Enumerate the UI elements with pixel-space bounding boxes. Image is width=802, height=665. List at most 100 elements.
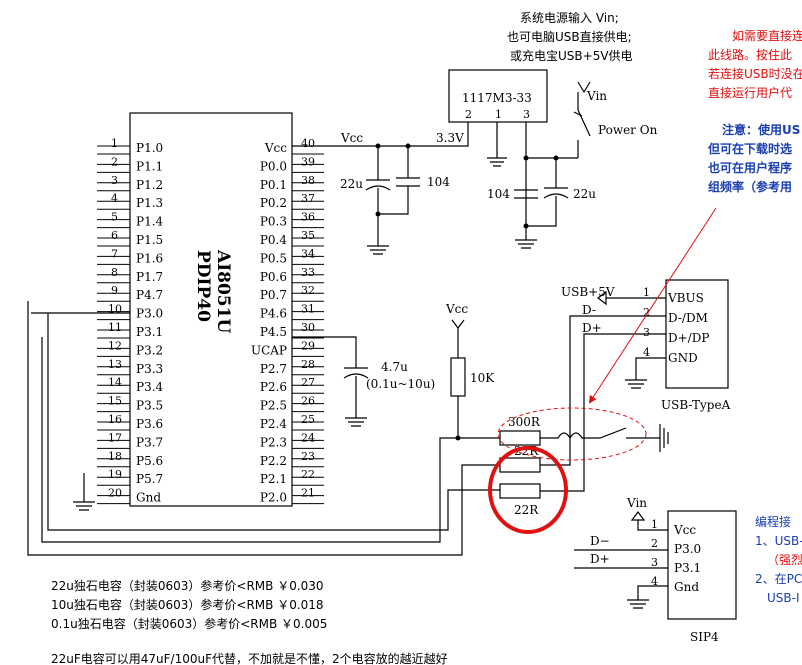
bottom-note-line1: 22u独石电容（封装0603）参考价<RMB ￥0.030 [51,578,324,593]
mcu-pin-37: 37 P0.2 [260,192,324,210]
sip-pin-name: Vcc [673,523,696,537]
r300-label: 300R [508,415,541,429]
sip-pin-number: 2 [651,537,658,550]
mcu-pin-number: 8 [111,266,118,279]
mcu-pin-name: P2.0 [260,491,287,505]
sip-pin-number: 3 [651,556,658,569]
r22-bottom-label: 22R [514,503,539,517]
mcu-pin-number: 23 [301,450,315,463]
mcu-pin-number: 21 [301,487,315,500]
usb-pin-number: 2 [643,306,650,319]
mcu-pin-number: 10 [108,303,122,316]
mcu-pin-number: 4 [111,192,118,205]
pullup-10k: Vcc 10K [445,302,495,438]
mcu-pin-name: P2.1 [260,472,287,486]
cap-47u-label: 4.7u [381,360,408,374]
mcu-pin-name: P3.6 [136,417,163,431]
mcu-pin-name: P1.2 [136,178,163,192]
mcu-pin-name: P1.7 [136,270,163,284]
vcc-pullup-label: Vcc [445,302,468,316]
mcu-pin-21: 21 P2.0 [260,487,324,505]
sip-pin-number: 4 [651,575,658,588]
dplus-label: D+ [582,321,602,335]
prog-note-line2: 1、USB- [755,534,802,548]
v33-label: 3.3V [436,131,464,145]
regulator-1117: 1117M3-33 2 1 3 [420,69,548,240]
p31-wire [47,313,500,531]
mcu-pin-number: 28 [301,358,315,371]
svg-text:22u: 22u [340,177,363,191]
mcu-pin-16: 16 P3.6 [97,413,163,431]
svg-text:104: 104 [427,175,450,189]
svg-text:3: 3 [523,108,530,121]
mcu-pin-name: P0.5 [260,251,287,265]
cap-104-right: 104 [487,187,538,201]
mcu-pin-number: 14 [108,376,122,389]
cap-22u-left: 22u [340,146,391,246]
prog-note-line4: 2、在PC [755,572,802,586]
mcu-pin-number: 16 [108,413,122,426]
mcu-pin-3: 3 P1.2 [97,174,163,192]
mcu-pin-number: 3 [111,174,118,187]
mcu-pin-name: P0.1 [260,178,287,192]
prog-note-line5: USB-I [767,591,800,605]
mcu-pin-name: P2.2 [260,454,287,468]
mcu-pin-number: 39 [301,155,315,168]
mcu-pin-39: 39 P0.0 [260,155,324,173]
mcu-pin-number: 19 [108,468,122,481]
power-note-line1: 系统电源输入 Vin; [520,10,619,25]
mcu-package: PDIP40 [193,250,213,322]
sip-pin-name: P3.0 [674,542,701,556]
switch-label: Power On [598,123,658,137]
mcu-pin-name: P3.5 [136,399,163,413]
resistor-22r-top [499,457,541,473]
ucap-capacitor: 4.7u (0.1u~10u) [292,336,435,427]
bottom-note-line4: 22uF电容可以用47uF/100uF代替，不加就是不懂，2个电容放的越近越好 [51,651,448,665]
annotation-arrow [588,207,717,404]
bottom-note-line3: 0.1u独石电容（封装0603）参考价<RMB ￥0.005 [51,616,327,631]
mcu-pin-name: P0.0 [260,159,287,173]
mcu-pin-number: 12 [108,339,122,352]
mcu-pin-number: 6 [111,229,118,242]
mcu-pin-name: P0.6 [260,270,287,284]
blue-note-line2: 但可在下载时选 [707,141,792,156]
p30-wire [27,301,500,556]
mcu-pin-name: P2.4 [260,417,288,431]
mcu-name: AI8051U [213,249,233,333]
mcu-pin-number: 27 [301,376,315,389]
power-note-line3: 或充电宝USB+5V供电 [510,48,633,63]
mcu-pin-number: 1 [111,137,118,150]
mcu-pin-23: 23 P2.2 [260,450,324,468]
p32-wire [41,337,500,543]
svg-text:22u: 22u [573,187,596,201]
mcu-pin-number: 13 [108,358,122,371]
mcu-pin-name: Vcc [264,141,287,155]
mcu-pin-number: 34 [301,247,315,260]
mcu-pin-number: 18 [108,450,122,463]
red-note-line3: 若连接USB时没在 [708,66,802,81]
mcu-pin-name: P0.2 [260,196,287,210]
mcu-pin-name: P3.0 [136,307,163,321]
cap-22u-right: 22u [526,158,596,227]
mcu-pin-number: 37 [301,192,315,205]
mcu-pin-name: P3.2 [136,343,163,357]
